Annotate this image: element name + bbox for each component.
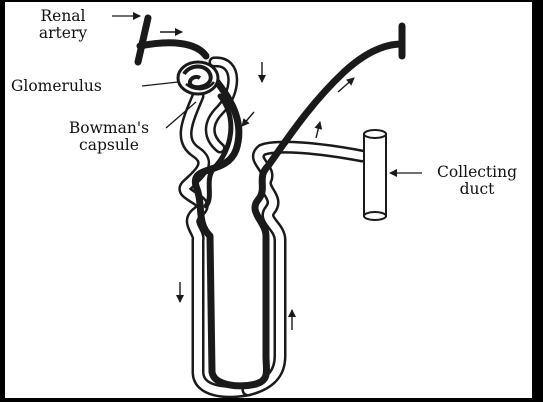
glomerulus-label: Glomerulus: [11, 78, 102, 95]
nephron-diagram: [5, 2, 532, 398]
arrow-icon: [242, 112, 254, 126]
collecting-duct-label: Collecting duct: [425, 164, 529, 198]
diagram-panel: Renal artery Glomerulus Bowman's capsule…: [5, 2, 532, 398]
bowmans-capsule-label: Bowman's capsule: [49, 120, 169, 154]
renal-artery-label: Renal artery: [13, 8, 113, 42]
glomerulus: [178, 62, 218, 94]
collecting-duct: [364, 130, 386, 220]
bowmans-capsule-line-1: Bowman's: [49, 120, 169, 137]
renal-artery-line-1: Renal: [13, 8, 113, 25]
collecting-duct-line-1: Collecting: [425, 164, 529, 181]
bowmans-capsule-line-2: capsule: [49, 137, 169, 154]
arrow-icon: [316, 122, 320, 138]
glomerulus-leader: [142, 82, 178, 86]
renal-artery-line-2: artery: [13, 25, 113, 42]
collecting-duct-line-2: duct: [425, 181, 529, 198]
